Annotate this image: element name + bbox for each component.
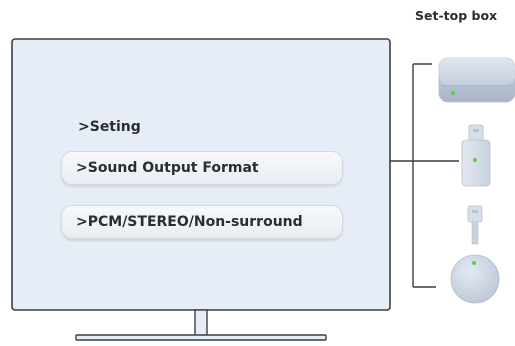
connector-lines xyxy=(390,63,459,288)
sound-output-format-item[interactable]: >Sound Output Format xyxy=(61,151,343,185)
pcm-stereo-option-item[interactable]: >PCM/STEREO/Non-surround xyxy=(61,205,343,239)
tv-stand-neck xyxy=(194,309,208,337)
usb-stick-icon xyxy=(461,124,491,187)
usb-indicator-light xyxy=(473,158,477,162)
tv-stand-base xyxy=(75,334,327,341)
dongle-indicator-light xyxy=(472,261,476,265)
pcm-stereo-option-label: >PCM/STEREO/Non-surround xyxy=(76,214,303,230)
sound-output-format-label: >Sound Output Format xyxy=(76,160,259,176)
set-top-box-icon xyxy=(438,57,515,103)
set-top-box-label: Set-top box xyxy=(415,8,498,23)
settings-heading: >Seting xyxy=(78,119,141,135)
stb-indicator-light xyxy=(451,91,455,95)
tv-monitor xyxy=(11,38,391,341)
streaming-dongle-icon xyxy=(450,205,500,304)
